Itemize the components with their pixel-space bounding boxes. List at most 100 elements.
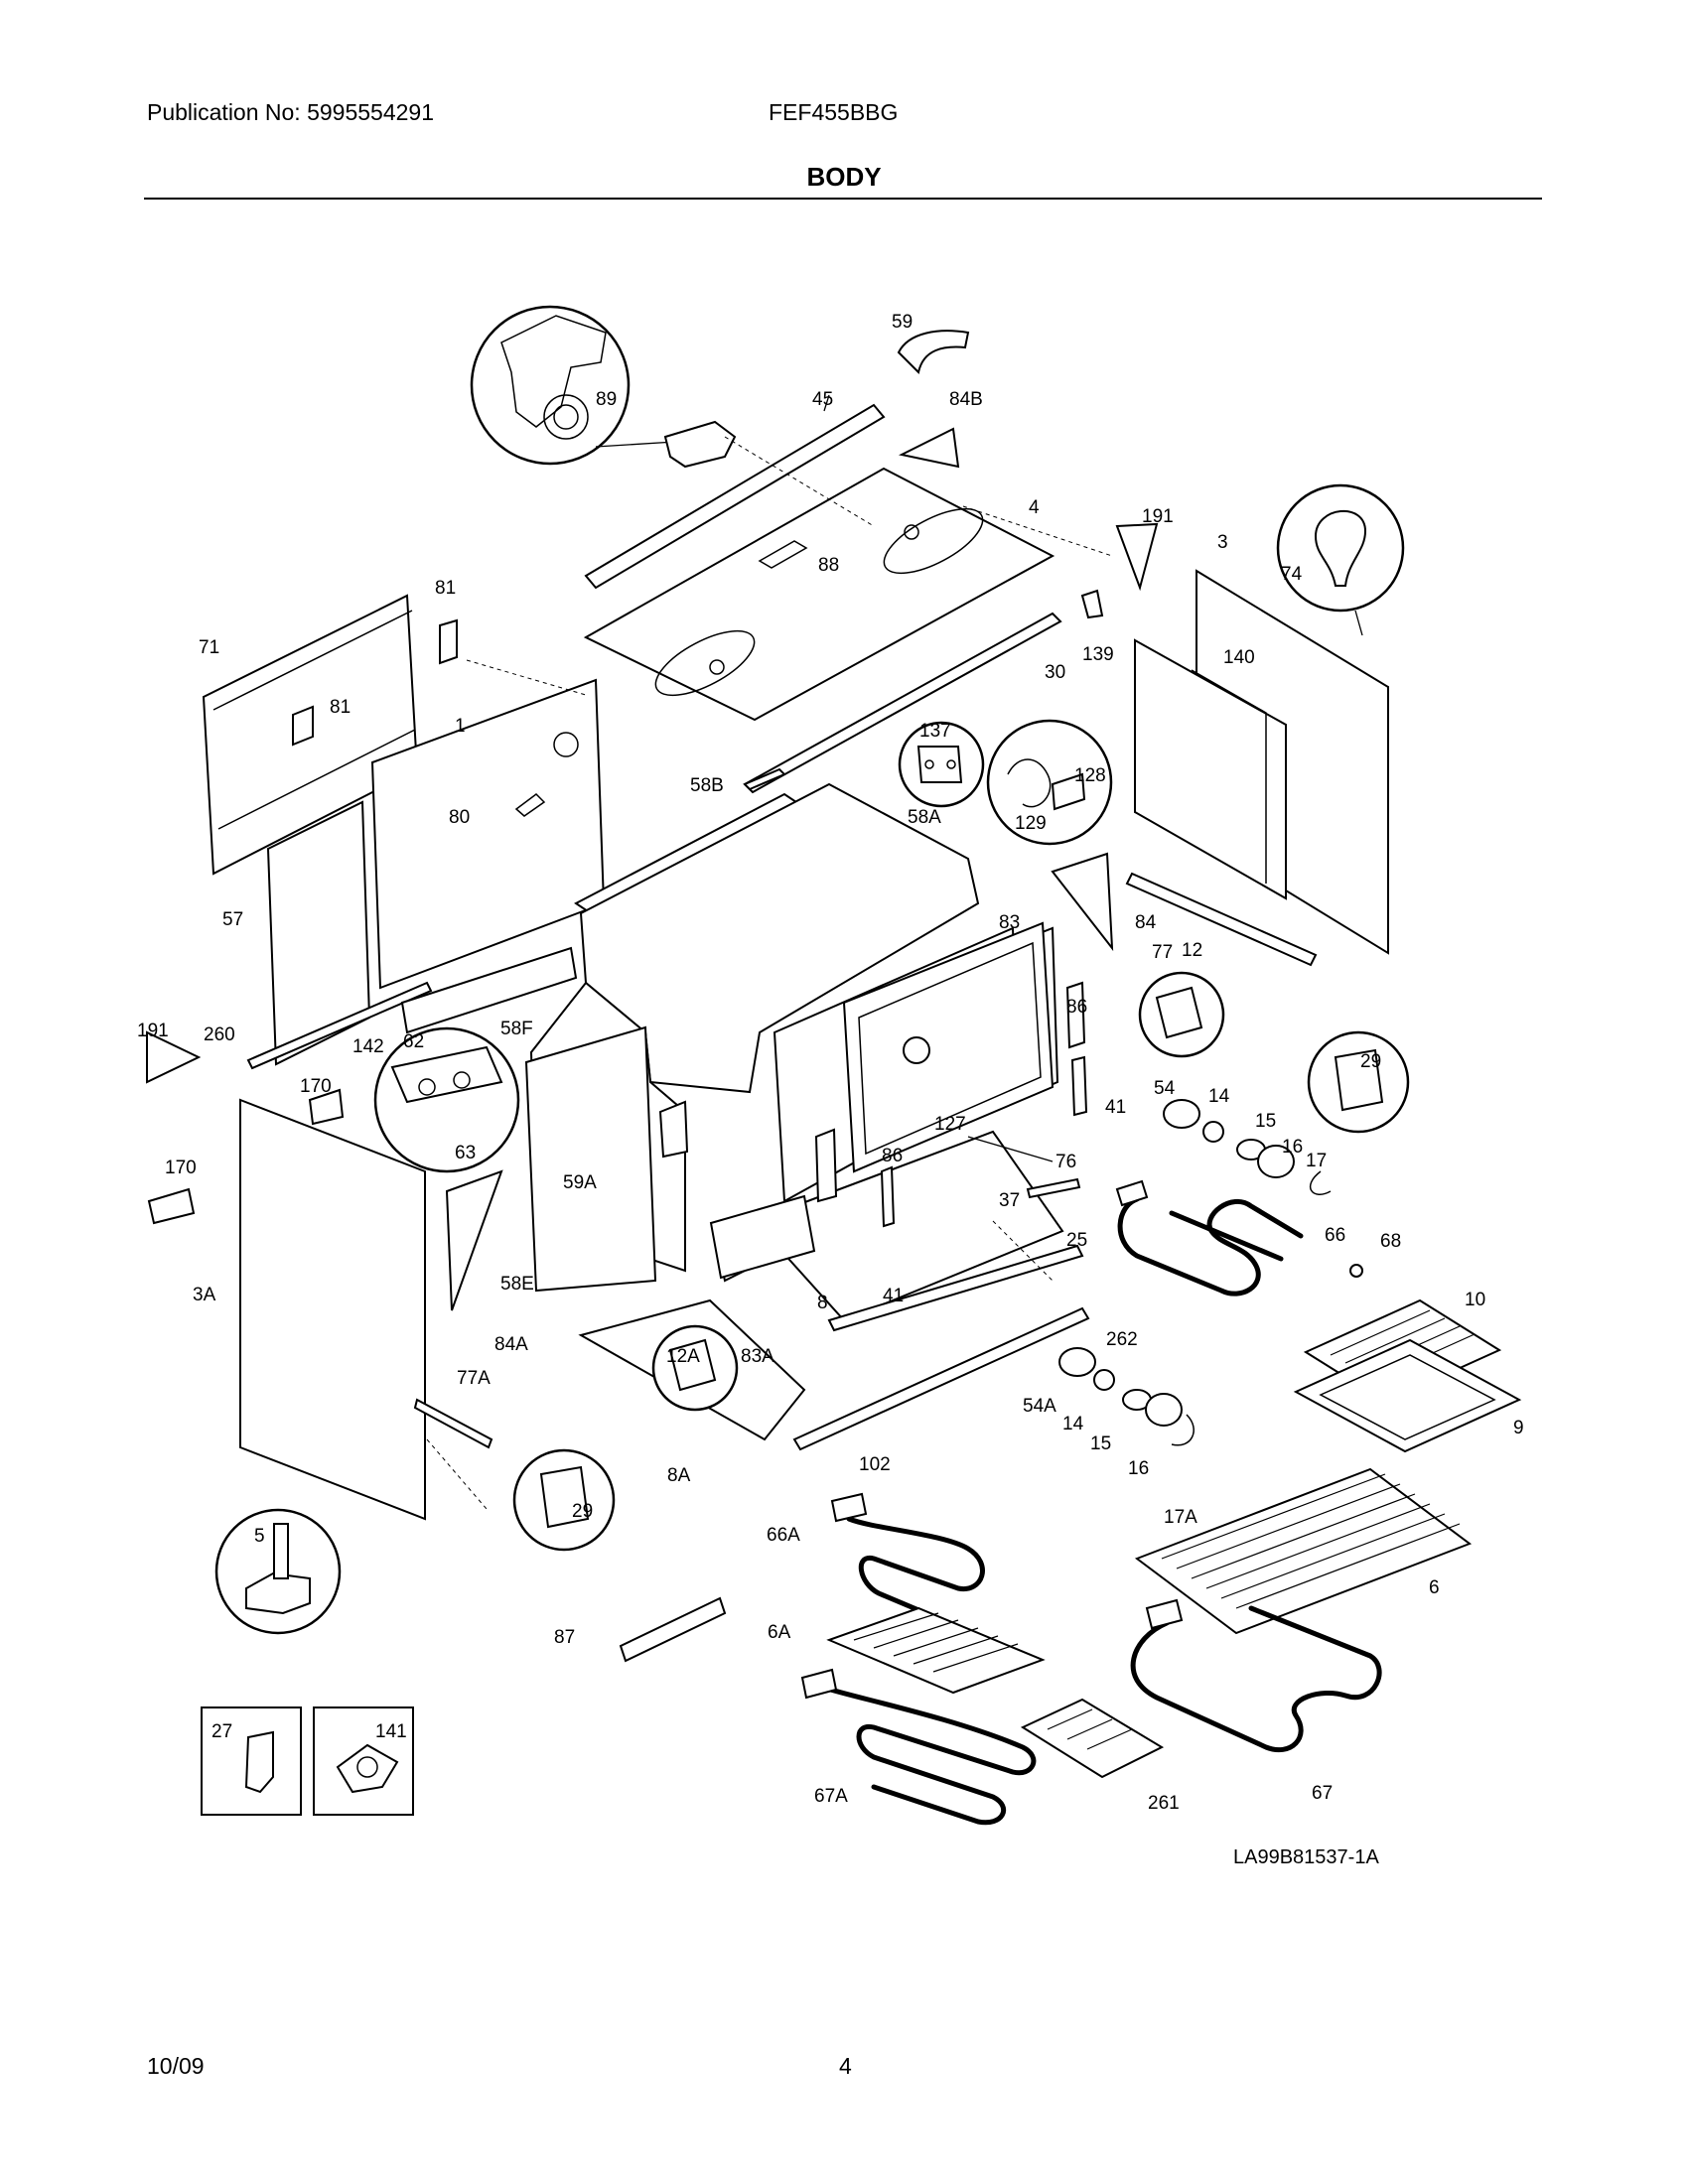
callout-191: 191 xyxy=(137,1021,169,1041)
callout-81: 81 xyxy=(330,697,351,718)
callout-89: 89 xyxy=(596,389,617,410)
callout-63: 63 xyxy=(455,1143,476,1163)
part-58e-side-insulation xyxy=(524,1025,657,1293)
callout-58a: 58A xyxy=(908,807,941,828)
callout-4: 4 xyxy=(1029,497,1040,518)
page-title: BODY xyxy=(806,162,882,192)
callout-129: 129 xyxy=(1015,813,1047,834)
part-74-detail xyxy=(1276,483,1405,636)
part-12a-detail xyxy=(651,1324,739,1412)
lamp-assembly-upper xyxy=(1163,1099,1332,1195)
callout-84: 84 xyxy=(1135,912,1157,933)
part-261-tray xyxy=(1020,1698,1165,1779)
part-62-63-detail xyxy=(373,1026,520,1173)
callout-9: 9 xyxy=(1513,1418,1524,1438)
callout-262: 262 xyxy=(1106,1329,1138,1350)
callout-41: 41 xyxy=(1105,1097,1126,1118)
part-86-hinge xyxy=(814,1128,838,1203)
callout-67: 67 xyxy=(1312,1783,1333,1804)
callout-74: 74 xyxy=(1281,564,1303,585)
callout-83a: 83A xyxy=(741,1346,774,1367)
callout-41: 41 xyxy=(883,1286,904,1306)
callout-170: 170 xyxy=(165,1158,197,1178)
part-81-bracket xyxy=(292,705,314,747)
callout-84b: 84B xyxy=(949,389,983,410)
callout-87: 87 xyxy=(554,1627,575,1648)
part-37-sensor xyxy=(1026,1177,1081,1199)
part-3a-side-panel xyxy=(239,1098,426,1521)
part-139-clip xyxy=(1080,589,1104,619)
callout-86: 86 xyxy=(882,1146,903,1166)
callout-37: 37 xyxy=(999,1190,1020,1211)
callout-66a: 66A xyxy=(767,1525,800,1546)
callout-71: 71 xyxy=(199,637,219,658)
callout-59a: 59A xyxy=(563,1172,597,1193)
callout-191: 191 xyxy=(1142,506,1174,527)
callout-16: 16 xyxy=(1128,1458,1149,1479)
assembly-guide-lines xyxy=(426,436,1113,1510)
part-87-bracket xyxy=(619,1596,727,1663)
part-77-rail xyxy=(1125,872,1318,967)
callout-25: 25 xyxy=(1066,1230,1087,1251)
callout-29: 29 xyxy=(1360,1051,1381,1072)
callout-137: 137 xyxy=(919,721,951,742)
part-260-rail xyxy=(246,981,433,1070)
part-4-cooktop xyxy=(583,467,1055,722)
part-12-detail xyxy=(1138,971,1225,1058)
callout-29: 29 xyxy=(572,1501,593,1522)
part-41-strip xyxy=(1070,1055,1088,1117)
part-3-side-panel xyxy=(1134,569,1389,955)
callout-77a: 77A xyxy=(457,1368,491,1389)
callout-83: 83 xyxy=(999,912,1020,933)
callout-58b: 58B xyxy=(690,775,724,796)
part-45-front-strip xyxy=(584,403,886,590)
part-68-clip xyxy=(1349,1264,1363,1278)
part-191-bracket-left xyxy=(146,1030,202,1084)
callout-10: 10 xyxy=(1465,1290,1485,1310)
callout-8: 8 xyxy=(817,1293,828,1313)
part-127-probe xyxy=(903,1036,930,1064)
callout-76: 76 xyxy=(1055,1152,1076,1172)
part-83-door-frame xyxy=(842,921,1055,1173)
print-date: 10/09 xyxy=(147,2053,205,2079)
part-170-bracket xyxy=(308,1088,345,1126)
callout-1: 1 xyxy=(455,716,466,737)
part-137-detail xyxy=(898,721,985,808)
callout-14: 14 xyxy=(1208,1086,1230,1107)
title-rule xyxy=(144,198,1542,200)
part-128-129-detail xyxy=(986,719,1113,846)
part-5-leveler-detail xyxy=(214,1508,342,1635)
callout-54: 54 xyxy=(1154,1078,1176,1099)
callout-27: 27 xyxy=(211,1721,232,1742)
part-6a-oven-rack xyxy=(826,1606,1046,1695)
callout-62: 62 xyxy=(403,1031,424,1052)
part-59-vent-tube xyxy=(897,330,970,375)
part-66-broil-element xyxy=(1115,1179,1304,1297)
part-262-rail xyxy=(827,1244,1084,1332)
callout-80: 80 xyxy=(449,807,470,828)
part-6-oven-rack xyxy=(1134,1467,1473,1635)
callout-170: 170 xyxy=(300,1076,332,1097)
callout-58f: 58F xyxy=(500,1019,533,1039)
part-9-broiler-pan xyxy=(1293,1338,1522,1453)
part-191-bracket xyxy=(1115,522,1159,592)
part-83a-block xyxy=(709,1194,816,1280)
publication-number: Publication No: 5995554291 xyxy=(147,99,435,125)
part-86-hinge xyxy=(1065,981,1086,1049)
callout-67a: 67A xyxy=(814,1786,848,1807)
part-29-detail-left xyxy=(512,1448,616,1552)
callout-81: 81 xyxy=(435,578,456,599)
part-84-bracket xyxy=(1051,852,1114,952)
callout-127: 127 xyxy=(934,1114,966,1135)
part-89-detail xyxy=(470,305,737,469)
callout-140: 140 xyxy=(1223,647,1255,668)
part-27-box xyxy=(201,1706,302,1816)
part-170-bracket xyxy=(147,1187,196,1225)
callout-84a: 84A xyxy=(494,1334,528,1355)
callout-5: 5 xyxy=(254,1526,265,1547)
callout-139: 139 xyxy=(1082,644,1114,665)
part-29-detail xyxy=(1307,1030,1410,1134)
callout-3: 3 xyxy=(1217,532,1228,553)
